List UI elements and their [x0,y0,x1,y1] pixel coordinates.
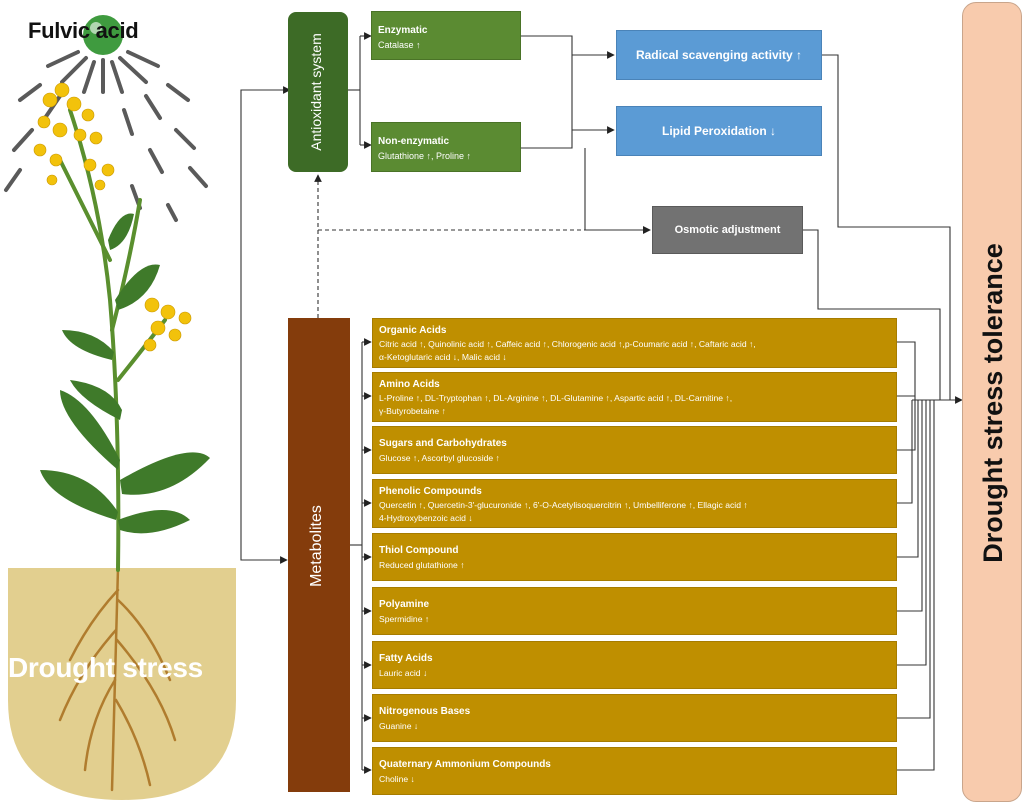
metabolite-group-thiol: Thiol Compound Reduced glutathione ↑ [372,533,897,581]
metabolites-box: Metabolites [288,318,350,792]
group-line: Guanine ↓ [379,721,419,731]
non-enzymatic-detail: Glutathione ↑, Proline ↑ [378,151,472,161]
non-enzymatic-title: Non-enzymatic [378,136,450,147]
metabolite-group-phenolic: Phenolic Compounds Quercetin ↑, Querceti… [372,479,897,528]
radical-scavenging-box: Radical scavenging activity ↑ [616,30,822,80]
group-line: Choline ↓ [379,774,415,784]
group-title: Polyamine [379,599,430,610]
fulvic-acid-title: Fulvic acid [28,18,139,43]
group-line: Quercetin ↑, Quercetin-3'-glucuronide ↑,… [379,500,748,510]
group-line: L-Proline ↑, DL-Tryptophan ↑, DL-Arginin… [379,393,733,403]
metabolite-group-quaternary-ammonium: Quaternary Ammonium Compounds Choline ↓ [372,747,897,795]
drought-stress-tolerance-box: Drought stress tolerance [962,2,1022,802]
group-title: Amino Acids [379,379,440,390]
group-title: Organic Acids [379,325,447,336]
group-title: Thiol Compound [379,545,459,556]
group-title: Phenolic Compounds [379,486,482,497]
group-title: Sugars and Carbohydrates [379,438,507,449]
group-line: Spermidine ↑ [379,614,430,624]
group-line: γ-Butyrobetaine ↑ [379,406,446,416]
group-line: 4-Hydroxybenzoic acid ↓ [379,513,473,523]
metabolite-group-amino-acids: Amino Acids L-Proline ↑, DL-Tryptophan ↑… [372,372,897,422]
antioxidant-system-box: Antioxidant system [288,12,348,172]
group-title: Nitrogenous Bases [379,706,471,717]
metabolite-group-fatty-acids: Fatty Acids Lauric acid ↓ [372,641,897,689]
group-line: Lauric acid ↓ [379,668,428,678]
antioxidant-system-label: Antioxidant system [308,33,324,151]
metabolite-group-organic-acids: Organic Acids Citric acid ↑, Quinolinic … [372,318,897,368]
plant-illustration [4,15,236,800]
group-title: Fatty Acids [379,653,433,664]
group-line: Reduced glutathione ↑ [379,560,465,570]
drought-stress-tolerance-label: Drought stress tolerance [978,243,1008,563]
metabolite-group-nitrogenous-bases: Nitrogenous Bases Guanine ↓ [372,694,897,742]
drought-stress-label: Drought stress [8,652,203,683]
metabolites-label: Metabolites [308,505,325,587]
metabolite-group-polyamine: Polyamine Spermidine ↑ [372,587,897,635]
metabolite-group-sugars: Sugars and Carbohydrates Glucose ↑, Asco… [372,426,897,474]
lipid-peroxidation-box: Lipid Peroxidation ↓ [616,106,822,156]
osmotic-adjustment-box: Osmotic adjustment [652,206,803,254]
enzymatic-box: Enzymatic Catalase ↑ [371,11,521,60]
group-line: α-Ketoglutaric acid ↓, Malic acid ↓ [379,352,507,362]
non-enzymatic-box: Non-enzymatic Glutathione ↑, Proline ↑ [371,122,521,172]
enzymatic-title: Enzymatic [378,25,428,36]
group-line: Citric acid ↑, Quinolinic acid ↑, Caffei… [379,339,756,349]
group-title: Quaternary Ammonium Compounds [379,759,551,770]
group-line: Glucose ↑, Ascorbyl glucoside ↑ [379,453,500,463]
enzymatic-detail: Catalase ↑ [378,40,421,50]
